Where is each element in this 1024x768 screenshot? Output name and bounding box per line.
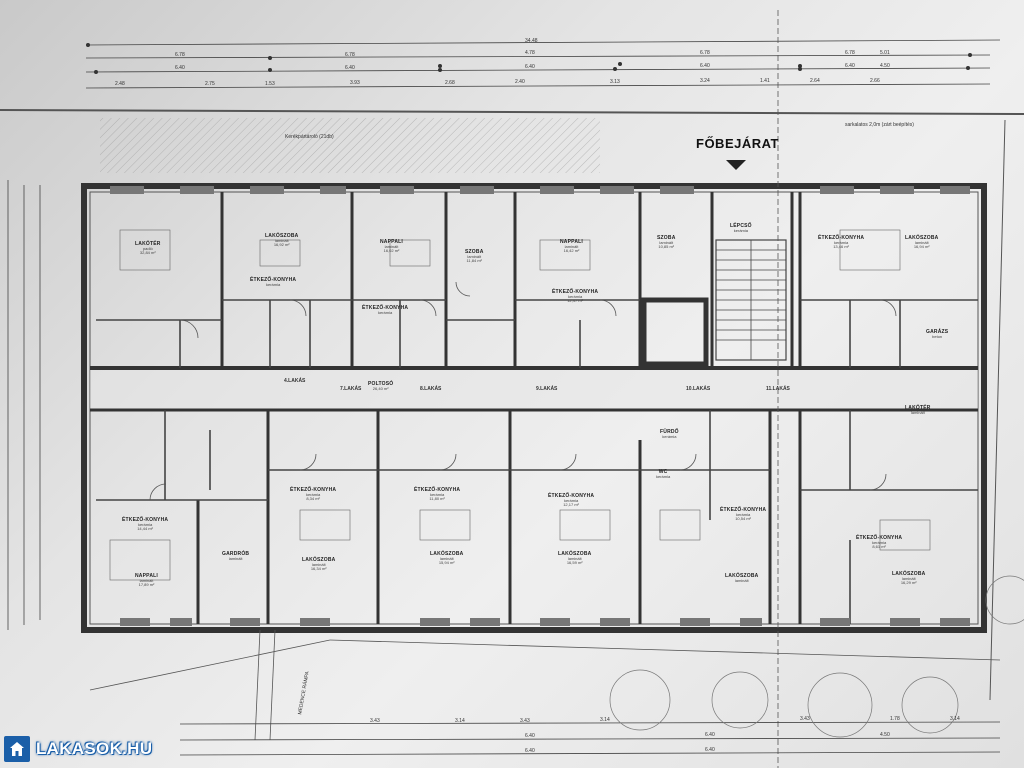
door-swings bbox=[149, 281, 897, 501]
dim-label: 5.01 bbox=[880, 50, 890, 56]
unit-label: 8.LAKÁS bbox=[420, 386, 442, 392]
unit-label: 7.LAKÁS bbox=[340, 386, 362, 392]
dim-label: 1.78 bbox=[890, 716, 900, 722]
dim-label: 4.50 bbox=[880, 732, 890, 738]
elevator-shaft bbox=[641, 297, 709, 367]
site-note: sarkalatos 2,0m (zárt beépítés) bbox=[845, 122, 914, 128]
trees bbox=[609, 575, 1024, 738]
dim-label: 6.40 bbox=[700, 63, 710, 69]
unit-label: 4.LAKÁS bbox=[284, 378, 306, 384]
unit-label: 9.LAKÁS bbox=[536, 386, 558, 392]
site-logo[interactable]: LAKASOK.HU bbox=[4, 734, 168, 764]
unit-label: 10.LAKÁS bbox=[686, 386, 711, 392]
logo-text: LAKASOK.HU bbox=[36, 739, 153, 758]
dim-label: 6.40 bbox=[845, 63, 855, 69]
dim-label: 6.40 bbox=[175, 65, 185, 71]
dim-label: 3.43 bbox=[520, 718, 530, 724]
left-dimension-lines bbox=[7, 180, 41, 630]
dim-label: 2.48 bbox=[115, 81, 125, 87]
dim-label: 3.93 bbox=[350, 80, 360, 86]
dim-label: 3.14 bbox=[950, 716, 960, 722]
dim-label: 3.24 bbox=[700, 78, 710, 84]
dim-label: 2.40 bbox=[515, 79, 525, 85]
dim-label: 6.78 bbox=[700, 50, 710, 56]
dim-label: 1.53 bbox=[265, 81, 275, 87]
dimension-ticks bbox=[86, 43, 972, 74]
dim-label: 3.43 bbox=[370, 718, 380, 724]
interior-partitions-bottom bbox=[96, 410, 978, 624]
ramp-lines bbox=[89, 629, 1001, 741]
dim-label: 4.50 bbox=[880, 63, 890, 69]
dim-label: 3.43 bbox=[800, 716, 810, 722]
windows-top bbox=[110, 186, 970, 194]
furniture bbox=[109, 229, 931, 581]
staircase bbox=[715, 239, 787, 361]
dim-label: 2.75 bbox=[205, 81, 215, 87]
main-entrance-label: FŐBEJÁRAT bbox=[696, 136, 779, 151]
interior-partitions-top bbox=[96, 299, 978, 368]
top-dimension-lines bbox=[85, 39, 1001, 89]
dim-label: 2.66 bbox=[870, 78, 880, 84]
dim-label: 6.40 bbox=[345, 65, 355, 71]
dim-label: 4.78 bbox=[525, 50, 535, 56]
entrance-arrow bbox=[726, 160, 746, 170]
dim-label: 3.14 bbox=[455, 718, 465, 724]
dim-label: 6.40 bbox=[705, 732, 715, 738]
dim-total: 34.48 bbox=[525, 38, 538, 44]
unit-label: 11.LAKÁS bbox=[766, 386, 790, 392]
dim-label: 6.40 bbox=[525, 748, 535, 754]
dim-label: 6.40 bbox=[525, 733, 535, 739]
dim-label: 2.68 bbox=[445, 80, 455, 86]
dim-label: 1.41 bbox=[760, 78, 770, 84]
house-icon bbox=[4, 736, 30, 762]
dim-label: 3.13 bbox=[610, 79, 620, 85]
dim-label: 2.64 bbox=[810, 78, 820, 84]
bottom-dimension-lines bbox=[179, 721, 1001, 756]
parking-note: Kerékpártároló (21db) bbox=[285, 134, 334, 140]
dim-label: 6.78 bbox=[845, 50, 855, 56]
windows-bottom bbox=[120, 618, 970, 626]
interior-walls-top bbox=[220, 192, 802, 368]
dim-label: 6.40 bbox=[705, 747, 715, 753]
dim-label: 6.78 bbox=[175, 52, 185, 58]
dim-label: 6.78 bbox=[345, 52, 355, 58]
dim-label: 6.40 bbox=[525, 64, 535, 70]
dim-label: 3.14 bbox=[600, 717, 610, 723]
